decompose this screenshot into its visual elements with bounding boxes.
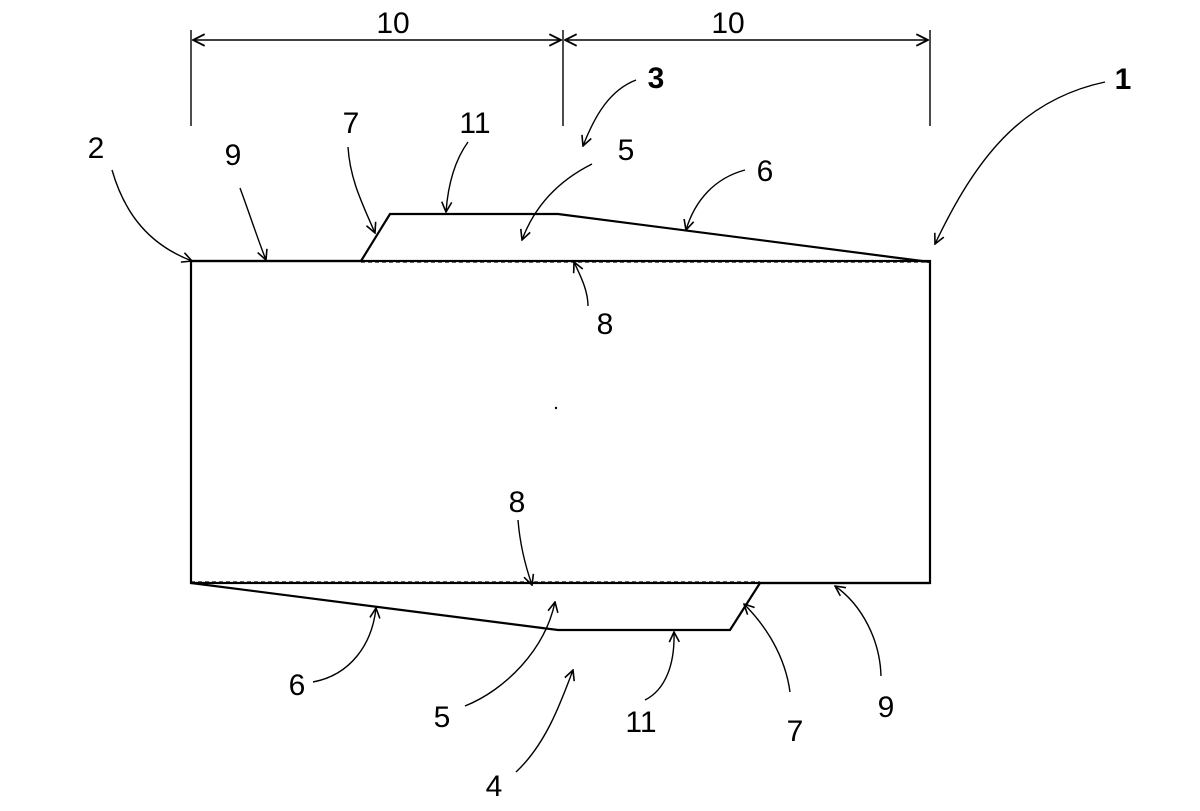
leader-9-top	[240, 188, 266, 260]
ref-label-3: 3	[648, 62, 665, 95]
leader-5-bottom	[465, 602, 555, 706]
bottom-profile	[191, 583, 930, 630]
ref-label-11-bottom: 11	[625, 706, 656, 739]
leader-4	[516, 670, 573, 772]
leader-1	[935, 82, 1105, 244]
leader-2	[112, 170, 192, 261]
ref-label-7-top: 7	[343, 107, 360, 140]
leader-11-bottom	[645, 632, 674, 700]
top-profile	[191, 214, 930, 262]
ref-label-4: 4	[486, 770, 503, 803]
leader-7-bottom	[744, 604, 790, 692]
dim-label-left: 10	[376, 7, 409, 40]
component-outline	[191, 214, 930, 630]
body-rectangle	[191, 261, 930, 583]
center-dot	[555, 407, 557, 409]
leader-11-top	[446, 142, 468, 212]
leader-lines	[112, 80, 1105, 772]
leader-9-bottom	[835, 586, 881, 676]
dimension-lines	[191, 30, 930, 126]
leader-8-top	[574, 262, 588, 306]
ref-label-6-top: 6	[757, 155, 774, 188]
ref-label-8-bottom: 8	[509, 486, 526, 519]
ref-label-8-top: 8	[597, 308, 614, 341]
leader-6-top	[686, 170, 745, 230]
ref-label-11-top: 11	[459, 107, 490, 140]
ref-label-5-top: 5	[618, 134, 635, 167]
leader-8-bottom	[518, 520, 532, 585]
ref-label-7-bottom: 7	[787, 715, 804, 748]
reference-labels: 10 10 1 2 3 4 5 5 6 6 7 7 8 8 9 9 11 11	[88, 7, 1132, 803]
dim-label-right: 10	[711, 7, 744, 40]
leader-5-top	[522, 164, 592, 240]
ref-label-2: 2	[88, 132, 105, 165]
ref-label-9-bottom: 9	[878, 691, 895, 724]
ref-label-6-bottom: 6	[289, 669, 306, 702]
ref-label-1: 1	[1115, 63, 1132, 96]
leader-7-top	[348, 147, 375, 233]
leader-6-bottom	[313, 608, 376, 682]
ref-label-9-top: 9	[225, 139, 242, 172]
ref-label-5-bottom: 5	[434, 701, 451, 734]
